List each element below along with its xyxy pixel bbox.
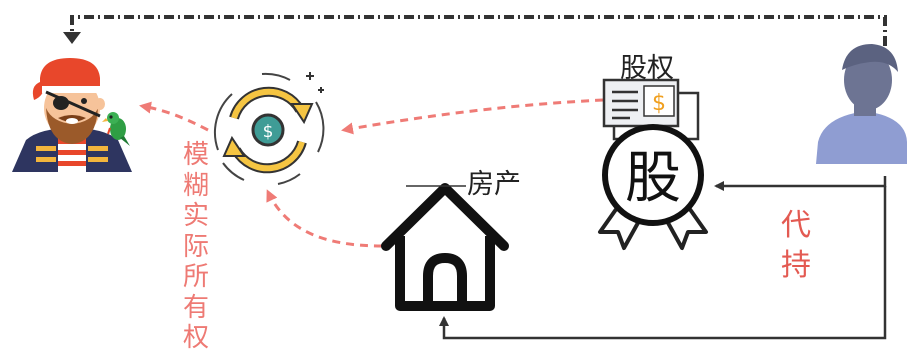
certificate-dollar-sign: $ xyxy=(652,91,666,116)
blurred-ownership-label: 模糊实际所有权 xyxy=(183,140,213,354)
top-dashed-arrow xyxy=(63,17,885,46)
award-badge-icon: 股 xyxy=(600,127,706,248)
stock-char: 股 xyxy=(625,146,681,211)
house-icon xyxy=(386,186,504,306)
property-to-exchange-arrow xyxy=(268,192,382,246)
equity-to-exchange-arrow xyxy=(344,100,603,130)
currency-exchange-icon: $ xyxy=(215,72,324,184)
nominee-to-equity-arrow xyxy=(716,176,885,186)
exchange-dollar-sign: $ xyxy=(263,122,274,142)
exchange-to-owner-arrow xyxy=(142,106,208,130)
equity-label: 股权 xyxy=(620,46,674,85)
user-avatar-icon xyxy=(816,44,907,164)
nominee-label: 代持 xyxy=(781,206,815,286)
property-label: 房产 xyxy=(467,162,521,201)
